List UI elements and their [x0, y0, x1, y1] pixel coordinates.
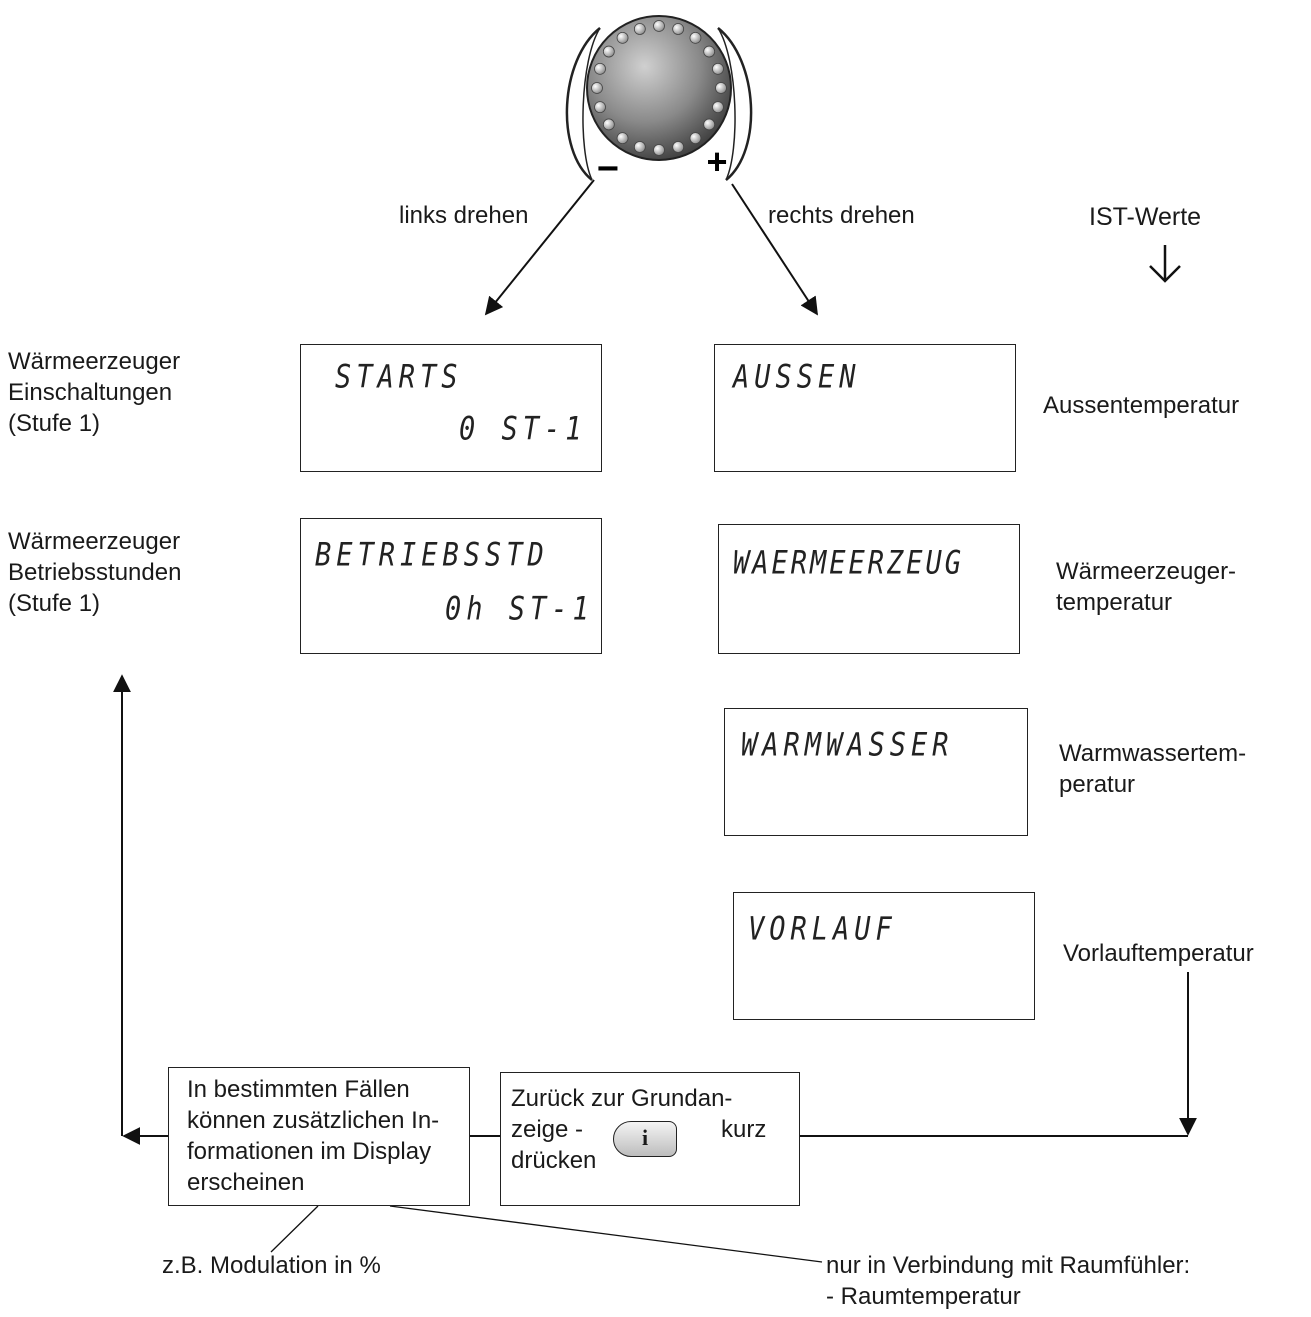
knob-bead [594, 101, 606, 114]
leader-room [389, 1205, 823, 1263]
display-warmwasser: WARMWASSER [724, 708, 1028, 836]
knob-bead [633, 23, 646, 35]
knob-bead [653, 20, 665, 32]
note-modulation: z.B. Modulation in % [162, 1252, 381, 1279]
minus-sign: − [597, 148, 619, 190]
label-waermeerzeugertemperatur: Wärmeerzeuger- temperatur [1056, 558, 1237, 616]
info-box: In bestimmten Fällen können zusätzlichen… [168, 1067, 470, 1206]
knob-bead [712, 62, 724, 75]
arrow-left-turn [484, 179, 595, 316]
label-betriebsstunden: Wärmeerzeuger Betriebsstunden (Stufe 1) [8, 528, 182, 617]
return-box: Zurück zur Grundan- zeige - kurz drücken… [500, 1072, 800, 1206]
knob-bead [602, 45, 615, 58]
knob-bead [715, 82, 727, 94]
rotary-knob-icon[interactable] [565, 15, 753, 181]
label-vorlauftemperatur: Vorlauftemperatur [1063, 940, 1254, 967]
label-warmwassertemperatur: Warmwassertem- peratur [1059, 740, 1247, 798]
knob-bead [616, 132, 629, 145]
info-button-icon[interactable]: i [613, 1121, 677, 1157]
knob-bead [689, 31, 702, 44]
display-aussen: AUSSEN [714, 344, 1016, 472]
knob-bead [712, 101, 724, 114]
knob-bead [703, 45, 716, 58]
ist-werte-label: IST-Werte [1089, 203, 1202, 231]
knob-bead [594, 62, 606, 75]
leader-modulation [270, 1205, 319, 1253]
knob-bead [616, 31, 629, 44]
knob-bead [633, 141, 646, 153]
knob-bead [703, 118, 716, 131]
knob-bead [602, 118, 615, 131]
display-betriebsstd: BETRIEBSSTD 0h ST-1 [300, 518, 602, 654]
knob-bead [591, 82, 603, 94]
display-starts: STARTS 0 ST-1 [300, 344, 602, 472]
knob-bead [672, 23, 685, 35]
note-room: nur in Verbindung mit Raumfühler: - Raum… [826, 1252, 1191, 1310]
knob-bead [653, 144, 665, 156]
right-turn-label: rechts drehen [768, 202, 915, 229]
plus-sign: + [706, 141, 727, 182]
knob-bead [672, 141, 685, 153]
arrow-right-turn [731, 183, 818, 316]
label-aussentemperatur: Aussentemperatur [1043, 392, 1240, 419]
display-vorlauf: VORLAUF [733, 892, 1035, 1020]
display-waermeerzeug: WAERMEERZEUG [718, 524, 1020, 654]
label-starts: Wärmeerzeuger Einschaltungen (Stufe 1) [8, 348, 181, 437]
left-turn-label: links drehen [399, 202, 529, 229]
knob-bead [689, 132, 702, 145]
down-arrow-icon [1149, 245, 1181, 283]
